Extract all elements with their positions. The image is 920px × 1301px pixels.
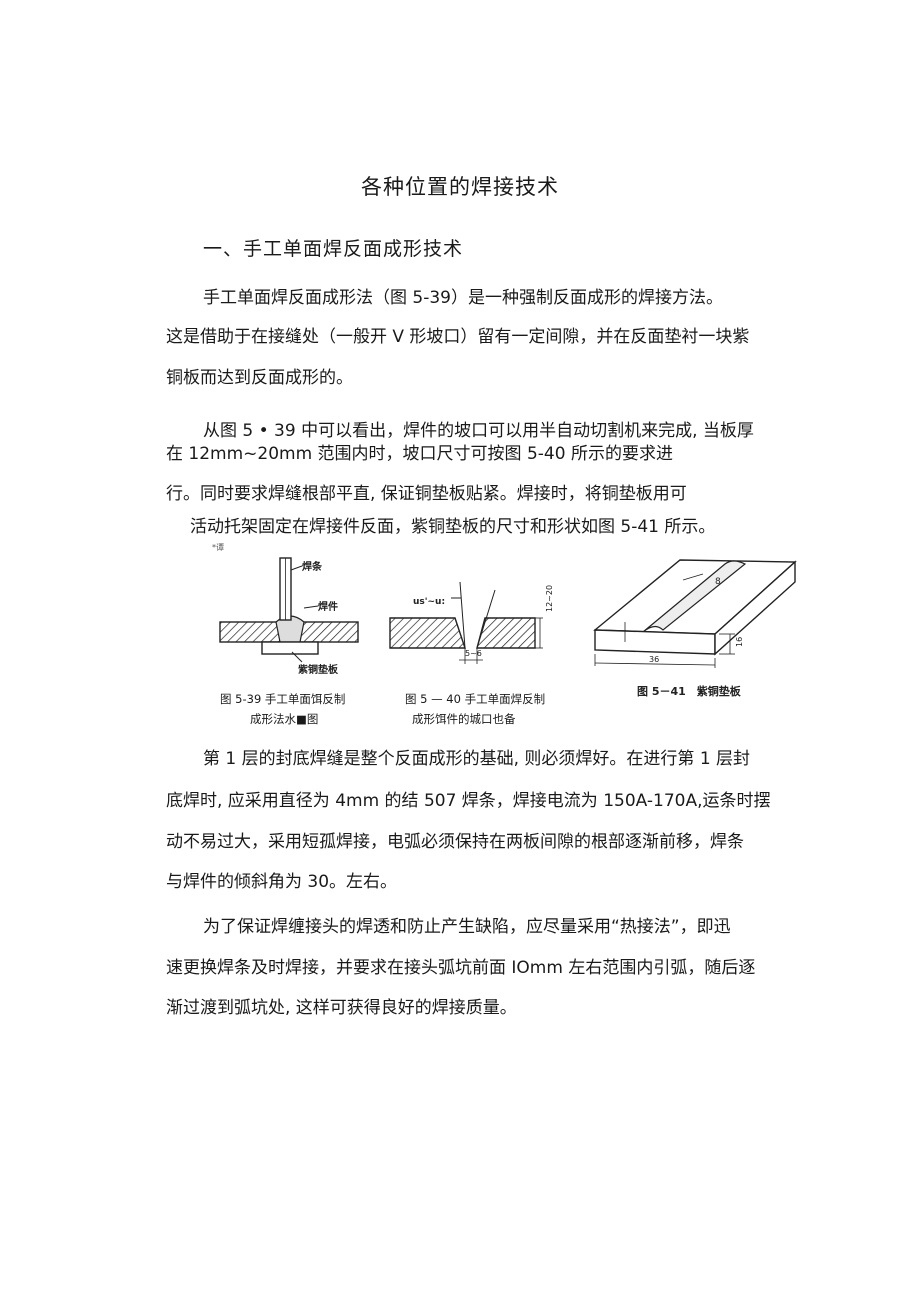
backing-front-face <box>594 629 716 655</box>
para4-line3: 渐过渡到弧坑处, 这样可获得良好的焊接质量。 <box>166 998 517 1018</box>
copper-backing <box>261 641 319 655</box>
fig2-caption-line2: 成形饵件的城口也备 <box>412 712 516 726</box>
para2-line4: 活动托架固定在焊接件反面，紫铜垫板的尺寸和形状如图 5-41 所示。 <box>190 517 716 537</box>
fig2-caption-line1: 图 5 — 40 手工单面焊反制 <box>405 692 546 706</box>
para3-line4: 与焊件的倾斜角为 30。左右。 <box>166 872 398 892</box>
label-backing: 紫铜垫板 <box>298 663 339 676</box>
label-thickness: 12~20 <box>545 585 554 612</box>
para2-line1: 从图 5 • 39 中可以看出，焊件的坡口可以用半自动切割机来完成, 当板厚 <box>203 421 754 441</box>
fig3-caption: 图 5－41 紫铜垫板 <box>637 684 742 698</box>
para3-line2: 底焊时, 应采用直径为 4mm 的结 507 焊条，焊接电流为 150A-170… <box>166 791 771 811</box>
para2-line2: 在 12mm~20mm 范围内时，坡口尺寸可按图 5-40 所示的要求进 <box>166 444 673 464</box>
label-angle: us'~u: <box>413 597 445 607</box>
fig1-caption-line2: 成形法水■图 <box>250 712 319 726</box>
para1-line2: 这是借助于在接缝处（一般开 V 形坡口）留有一定间隙，并在反面垫衬一块紫 <box>166 327 750 347</box>
figure-5-39-drawing: *谭 焊条 焊件 紫铜垫板 <box>212 543 359 676</box>
section-heading: 一、手工单面焊反面成形技术 <box>203 238 464 260</box>
label-gap: 5~6 <box>465 649 482 658</box>
document-title: 各种位置的焊接技术 <box>361 175 559 199</box>
para2-line3: 行。同时要求焊缝根部平直, 保证铜垫板贴紧。焊接时，将铜垫板用可 <box>166 484 687 504</box>
para1-line3: 铜板而达到反面成形的。 <box>166 368 353 388</box>
label-width: 36 <box>649 655 659 664</box>
label-height: 16 <box>735 637 744 647</box>
right-plate <box>297 621 359 643</box>
left-bevel-plate <box>389 617 466 649</box>
backing-side-face <box>714 560 796 656</box>
backing-groove <box>642 560 747 633</box>
para4-line1: 为了保证焊缠接头的焊透和防止产生缺陷，应尽量采用“热接法”，即迅 <box>203 917 731 937</box>
left-plate <box>219 621 283 643</box>
para3-line3: 动不易过大，采用短孤焊接，电弧必须保持在两板间隙的根部逐渐前移，焊条 <box>166 832 744 852</box>
label-electrode: 焊条 <box>302 560 323 573</box>
label-workpiece: 焊件 <box>318 600 338 613</box>
figure-5-40-drawing: us'~u: 12~20 5~6 <box>389 581 554 664</box>
fig1-mark: *谭 <box>212 543 224 552</box>
figure-5-41: 8 16 36 图 5－41 紫铜垫板 <box>585 550 805 705</box>
para1-line1: 手工单面焊反面成形法（图 5-39）是一种强制反面成形的焊接方法。 <box>203 288 723 308</box>
right-bevel-plate <box>476 617 536 649</box>
figure-5-41-drawing: 8 16 36 图 5－41 紫铜垫板 <box>593 559 797 698</box>
label-groove: 8 <box>715 577 721 587</box>
para3-line1: 第 1 层的封底焊缝是整个反面成形的基础, 则必须焊好。在进行第 1 层封 <box>203 749 751 769</box>
figure-5-39: *谭 焊条 焊件 紫铜垫板 <box>210 540 370 690</box>
para4-line2: 速更换焊条及时焊接，并要求在接头弧坑前面 IOmm 左右范围内引弧，随后逐 <box>166 958 756 978</box>
figure-5-40: us'~u: 12~20 5~6 <box>385 560 560 675</box>
fig1-caption-line1: 图 5-39 手工单面饵反制 <box>220 692 346 706</box>
